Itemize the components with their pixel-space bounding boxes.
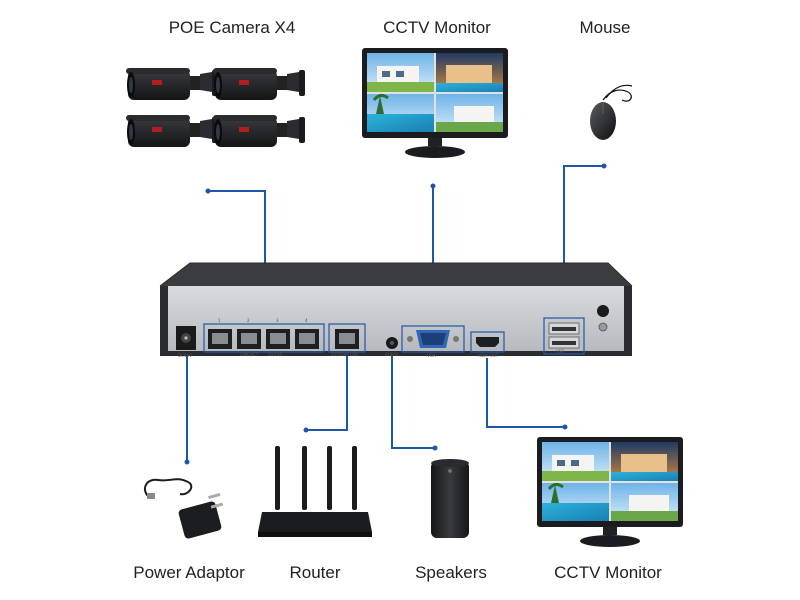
lan-caption: 10/100M LAN bbox=[331, 352, 358, 357]
usb-ports bbox=[543, 317, 585, 355]
usb-caption: USB bbox=[556, 349, 565, 354]
power-adaptor-device bbox=[143, 478, 224, 539]
speaker-device bbox=[431, 459, 469, 538]
lan-port bbox=[328, 323, 366, 353]
label-power-adaptor: Power Adaptor bbox=[133, 563, 245, 582]
label-router: Router bbox=[289, 563, 341, 582]
camera-3 bbox=[126, 115, 218, 147]
audio-port bbox=[386, 337, 398, 349]
poe-ports bbox=[203, 323, 325, 353]
dc-power-port bbox=[176, 326, 196, 350]
line-speakers bbox=[391, 356, 435, 449]
connector-dots bbox=[184, 163, 607, 465]
poe-cameras bbox=[126, 68, 305, 147]
poe-number-4: 4 bbox=[305, 318, 308, 323]
label-mouse: Mouse bbox=[579, 18, 631, 37]
audio-caption: AUDIO bbox=[385, 352, 399, 357]
camera-2 bbox=[213, 68, 305, 100]
label-cctv-monitor-bottom: CCTV Monitor bbox=[554, 563, 662, 582]
dc-caption: DC48V bbox=[178, 353, 192, 358]
cctv-monitor-top bbox=[360, 46, 510, 160]
hdmi-port bbox=[470, 331, 505, 353]
ground-screw bbox=[597, 305, 609, 332]
label-cctv-monitor-top: CCTV Monitor bbox=[383, 18, 491, 37]
vga-port bbox=[401, 325, 465, 353]
label-speakers: Speakers bbox=[415, 563, 487, 582]
cctv-monitor-bottom bbox=[535, 435, 685, 549]
camera-1 bbox=[126, 68, 218, 100]
line-monitor-bottom bbox=[486, 358, 565, 428]
router-device bbox=[258, 446, 372, 537]
vga-caption: VGA bbox=[427, 353, 436, 358]
label-poe-camera: POE Camera X4 bbox=[168, 18, 296, 37]
poe-number-3: 3 bbox=[276, 318, 279, 323]
poe-number-1: 1 bbox=[218, 318, 221, 323]
poe-number-2: 2 bbox=[247, 318, 250, 323]
mouse-device bbox=[590, 84, 633, 140]
hdmi-caption: HDMI OUT bbox=[478, 353, 499, 358]
nvr-recorder bbox=[159, 262, 633, 356]
camera-4 bbox=[213, 115, 305, 147]
poe-caption-b: 10/100 bbox=[268, 352, 283, 357]
line-router bbox=[306, 356, 348, 431]
poe-caption-a: LINK/ACT bbox=[240, 352, 259, 357]
